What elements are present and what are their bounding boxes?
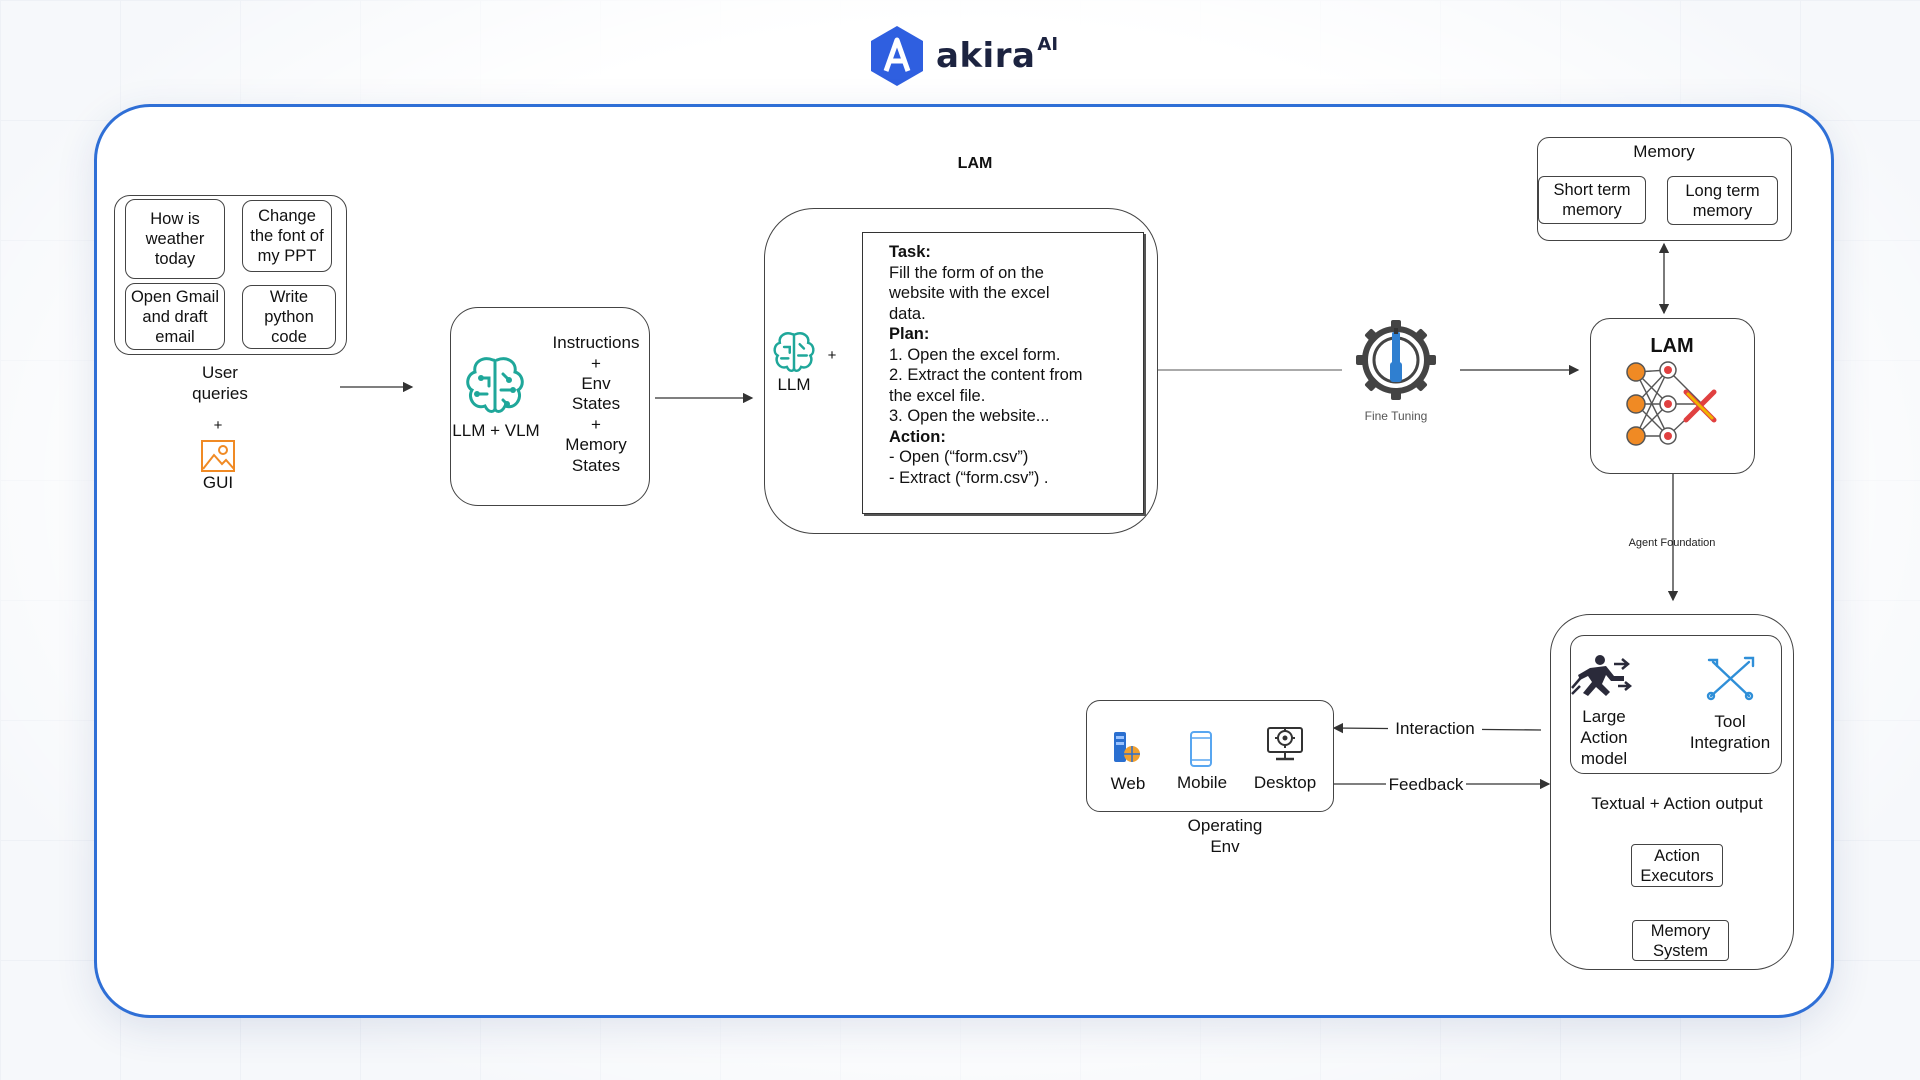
plan-line: 3. Open the website... — [889, 407, 1050, 425]
action-executors-box: Action Executors — [1631, 844, 1723, 887]
network-tools-icon — [1626, 361, 1717, 446]
lam-label: LAM — [1650, 335, 1694, 357]
plan-line: 1. Open the excel form. — [889, 345, 1061, 364]
llm-vlm-input-3: Env — [581, 374, 611, 393]
plan-heading: Plan: — [889, 325, 930, 343]
lam-box — [1590, 318, 1755, 474]
runner-icon — [1571, 655, 1632, 696]
llm-vlm-input-4: States — [571, 394, 621, 413]
plus-sign: + — [213, 417, 223, 434]
short-term-memory: Short term memory — [1538, 176, 1646, 224]
diagram-title: LAM — [957, 155, 993, 172]
llm-vlm-input-1: Instructions — [552, 333, 640, 352]
gear-screwdriver-icon — [1356, 320, 1436, 400]
feedback-label: Feedback — [1386, 774, 1466, 795]
action-heading: Action: — [889, 427, 946, 446]
llm-vlm-label: LLM + VLM — [452, 421, 540, 440]
agent-output-label: Textual + Action output — [1591, 794, 1763, 813]
query-gmail: Open Gmail and draft email — [125, 283, 225, 350]
memory-title: Memory — [1633, 142, 1695, 161]
brand-superscript: AI — [1037, 33, 1059, 55]
query-python: Write python code — [242, 285, 336, 349]
mobile-phone-icon — [1190, 731, 1212, 767]
query-ppt-font: Change the font of my PPT — [242, 200, 332, 272]
plan-line: the excel file. — [889, 386, 986, 405]
query-weather: How is weather today — [125, 199, 225, 279]
llm-label: LLM — [777, 375, 811, 394]
long-term-memory: Long term memory — [1667, 176, 1778, 225]
task-line: Fill the form of on the — [889, 263, 1044, 282]
brand-logo: akira AI — [868, 24, 1058, 88]
brand-name: akira — [936, 36, 1036, 76]
llm-vlm-input-7: States — [571, 456, 621, 475]
image-icon — [201, 440, 235, 472]
user-queries-label: User queries — [192, 363, 248, 403]
task-plan-card: Task: Fill the form of on the website wi… — [862, 232, 1144, 514]
brain-circuit-icon — [466, 357, 524, 413]
tools-icon — [1706, 656, 1755, 701]
tool-integration-label: Tool Integration — [1689, 712, 1771, 752]
agent-foundation-label: Agent Foundation — [1628, 537, 1716, 549]
operating-env-label: Operating Env — [1187, 816, 1263, 856]
akira-logo-icon — [871, 26, 923, 86]
large-action-model-label: Large Action model — [1580, 707, 1628, 768]
llm-vlm-input-2: + — [591, 354, 601, 373]
task-line: data. — [889, 304, 926, 323]
action-line: - Extract (“form.csv”) . — [889, 468, 1049, 487]
gui-label: GUI — [202, 473, 234, 492]
desktop-gear-icon — [1267, 727, 1303, 761]
llm-vlm-input-5: + — [591, 415, 601, 434]
llm-vlm-input-6: Memory — [565, 435, 627, 454]
web-server-icon — [1114, 732, 1140, 762]
task-line: website with the excel — [889, 284, 1050, 302]
plan-line: 2. Extract the content from — [889, 366, 1083, 384]
desktop-label: Desktop — [1253, 773, 1317, 792]
memory-system-box: Memory System — [1632, 920, 1729, 961]
web-label: Web — [1110, 774, 1146, 793]
mobile-label: Mobile — [1176, 773, 1228, 792]
action-line: - Open (“form.csv”) — [889, 448, 1029, 466]
brain-circuit-icon — [773, 332, 815, 373]
llm-plus: + — [827, 347, 837, 364]
task-heading: Task: — [889, 243, 931, 261]
fine-tuning-label: Fine Tuning — [1364, 409, 1428, 423]
interaction-label: Interaction — [1388, 718, 1482, 739]
